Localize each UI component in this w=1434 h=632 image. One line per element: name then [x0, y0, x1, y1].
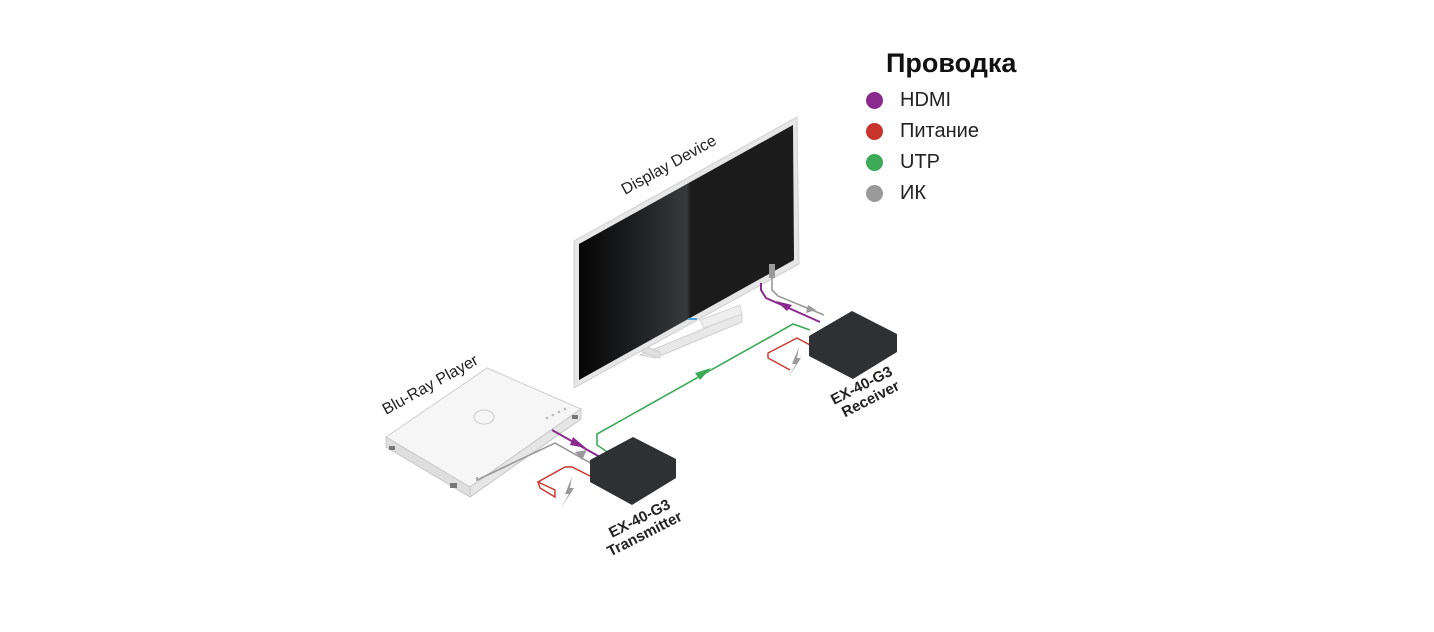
power-button-icon: [473, 409, 495, 425]
transmitter-box: [590, 437, 676, 505]
legend-item-hdmi: HDMI: [866, 85, 1016, 116]
legend-item-utp: UTP: [866, 147, 1016, 178]
power-cable-source: [536, 466, 591, 499]
power-cable-display: [767, 337, 811, 371]
utp-cable: [596, 323, 811, 458]
utp-dot-icon: [866, 154, 883, 171]
ir-cable-source: [476, 442, 595, 482]
power-bolt-icon: [561, 477, 574, 508]
receiver-box: [809, 311, 897, 379]
legend-title: Проводка: [886, 48, 1017, 78]
transmitter-label: EX-40-G3 Transmitter: [597, 494, 685, 561]
legend-label: UTP: [900, 151, 940, 173]
blu-ray-player: [385, 367, 583, 498]
tv-stand: [638, 304, 743, 359]
legend-label: ИК: [900, 182, 927, 204]
power-bolt-icon-2: [788, 347, 801, 378]
legend-label: Питание: [900, 120, 979, 142]
wiring-legend: Проводка HDMI Питание UTP ИК: [866, 48, 1016, 209]
hdmi-arrow-icon: [570, 437, 586, 448]
hdmi-cable-display: [760, 283, 821, 323]
tv-led-icon: [688, 318, 697, 320]
utp-arrow-icon: [695, 368, 711, 380]
display-device: [573, 116, 800, 389]
ir-arrow-icon-2: [806, 305, 816, 313]
legend-item-power: Питание: [866, 116, 1016, 147]
ir-dot-icon: [866, 185, 883, 202]
hdmi-arrow-icon-2: [776, 301, 792, 311]
ir-cable-display: [771, 278, 825, 316]
power-dot-icon: [866, 123, 883, 140]
legend-item-ir: ИК: [866, 178, 1016, 209]
legend-label: HDMI: [900, 89, 952, 111]
ir-arrow-icon: [575, 450, 587, 460]
hdmi-dot-icon: [866, 92, 883, 109]
